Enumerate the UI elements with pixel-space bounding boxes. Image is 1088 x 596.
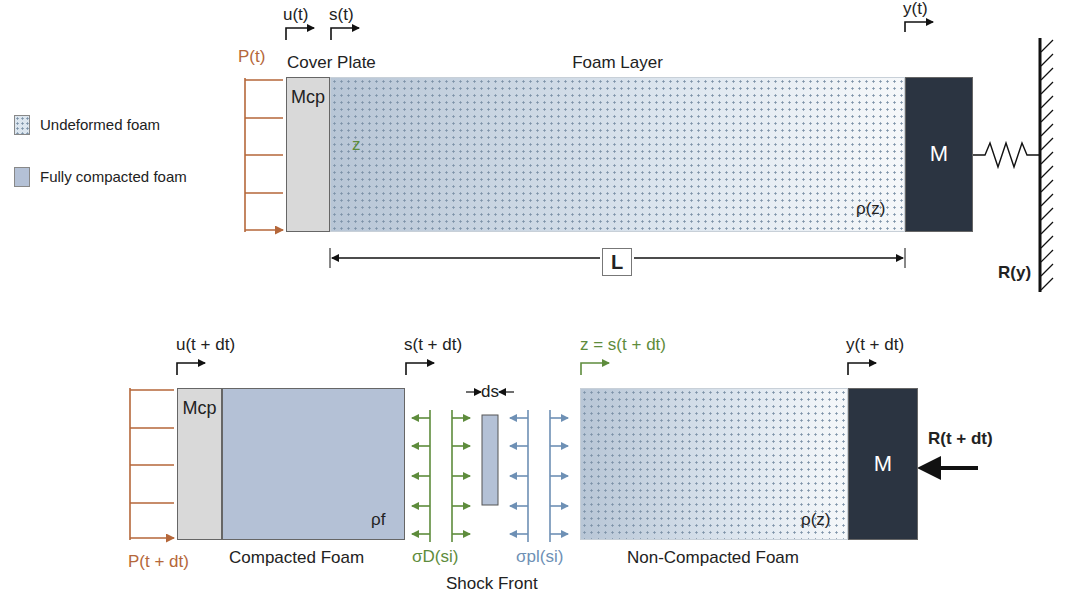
mass-block: M (905, 77, 973, 232)
part-heading: Non-Compacted Foam (627, 549, 799, 568)
annotation-label: u(t + dt) (176, 336, 235, 355)
part-heading: Compacted Foam (229, 549, 364, 568)
annotation-label: y(t) (903, 0, 928, 19)
material-block: Mcp (177, 388, 222, 540)
annotation-label: z (352, 136, 361, 155)
annotation-label: s(t) (329, 6, 354, 25)
annotation-label: σpl(si) (516, 548, 563, 567)
annotation-label: P(t + dt) (128, 553, 189, 572)
annotation-label: σD(si) (412, 548, 458, 567)
part-heading: Cover Plate (287, 54, 376, 73)
mass-block: M (848, 388, 918, 540)
legend-swatch (14, 167, 30, 187)
part-label: M (874, 452, 892, 476)
annotation-label: P(t) (238, 48, 265, 67)
annotation-label: R(y) (998, 264, 1031, 283)
annotation-label: R(t + dt) (928, 430, 993, 449)
foam-layer: Foam Layerρ(z) (330, 77, 905, 232)
annotation-label: z = s(t + dt) (580, 336, 666, 355)
annotation-label: u(t) (283, 6, 309, 25)
material-block: Cover PlateMcp (286, 77, 330, 232)
part-label: ρf (371, 511, 385, 530)
annotation-label: ds (481, 383, 499, 402)
part-label: M (930, 142, 948, 166)
part-label: ρ(z) (801, 511, 831, 530)
legend-swatch (14, 115, 30, 135)
part-label: Mcp (291, 88, 325, 108)
material-block: Compacted Foamρf (222, 388, 405, 540)
legend-text: Fully compacted foam (40, 169, 187, 186)
annotation-label: Shock Front (446, 575, 538, 594)
annotation-label: y(t + dt) (846, 336, 904, 355)
foam-layer: Non-Compacted Foamρ(z) (580, 388, 848, 540)
annotation-label: s(t + dt) (404, 336, 462, 355)
legend-text: Undeformed foam (40, 117, 160, 134)
dimension-label: L (602, 248, 632, 276)
part-label: ρ(z) (856, 200, 886, 219)
part-heading: Foam Layer (572, 54, 663, 73)
part-label: Mcp (182, 399, 216, 419)
